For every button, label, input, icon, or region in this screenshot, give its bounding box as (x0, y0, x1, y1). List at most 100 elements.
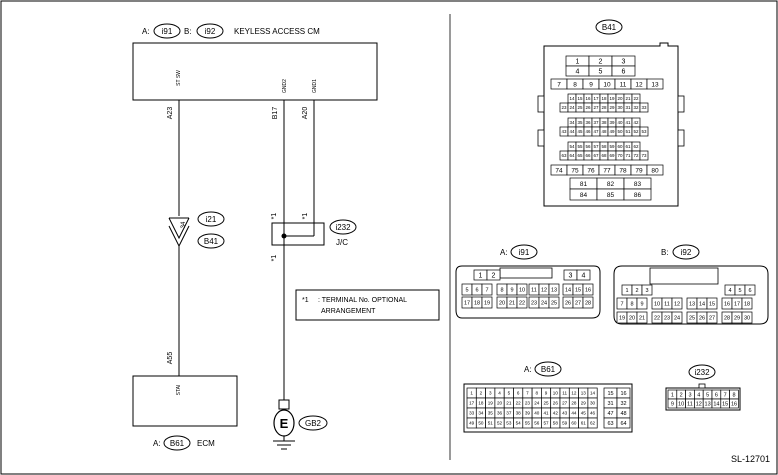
i91-ref: i91 (519, 248, 530, 257)
terminal-a20: A20 (302, 107, 309, 120)
pin-number: 29 (581, 401, 587, 406)
pin-cell (516, 296, 528, 309)
i21-pin: 34 (181, 221, 187, 228)
pin-number: 27 (709, 315, 715, 321)
b41-title-oval (595, 19, 623, 35)
pin-number: 1 (470, 391, 473, 396)
ref-b: i92 (205, 27, 216, 36)
pin-number: 70 (617, 153, 623, 158)
pin-number: 12 (674, 301, 680, 307)
pin-number: 20 (497, 401, 503, 406)
pin-number: 21 (509, 300, 515, 306)
pin-number: 38 (516, 411, 522, 416)
pin-number: 17 (464, 300, 470, 306)
pin-number: 26 (553, 401, 559, 406)
pin-cell (639, 126, 649, 137)
pin-number: 58 (601, 144, 607, 149)
b61-ref-prefix: A: (524, 365, 532, 374)
b41-oval (197, 233, 225, 249)
pin-number: 25 (577, 105, 583, 110)
pin-number: 50 (478, 421, 484, 426)
i21-oval (197, 211, 225, 227)
pin-number: 5 (738, 288, 741, 294)
pin-number: 8 (573, 81, 577, 88)
star-label-3: *1 (271, 255, 278, 262)
pin-cell (646, 164, 664, 176)
pin-number: 14 (590, 391, 596, 396)
pin-number: 14 (713, 401, 719, 407)
pin-number: 3 (489, 391, 492, 396)
pin-number: 57 (593, 144, 599, 149)
pin-number: 59 (562, 421, 568, 426)
pin-number: 5 (599, 69, 603, 76)
pin-number: 55 (577, 144, 583, 149)
i92-ref: i92 (681, 248, 692, 257)
pin-gnd2: GND2 (282, 79, 288, 93)
pin-cell (706, 311, 718, 324)
pin-number: 11 (687, 401, 693, 407)
pin-cell (729, 398, 739, 409)
pin-number: 29 (734, 315, 740, 321)
pin-number: 15 (577, 96, 583, 101)
pin-number: 72 (633, 153, 639, 158)
pin-number: 34 (569, 120, 575, 125)
ecm-ref: B61 (170, 439, 185, 448)
pin-cell (611, 65, 636, 77)
pin-number: 33 (469, 411, 475, 416)
pin-number: 75 (571, 167, 579, 174)
pin-number: 5 (508, 391, 511, 396)
pin-number: 34 (478, 411, 484, 416)
pin-number: 13 (551, 287, 557, 293)
pin-number: 16 (585, 287, 591, 293)
ref-b-oval (196, 23, 224, 39)
note-line1: : TERMINAL No. OPTIONAL (318, 297, 407, 304)
pin-number: 85 (607, 192, 615, 199)
pin-number: 3 (622, 59, 626, 66)
pin-number: 60 (571, 421, 577, 426)
i91-ref-prefix: A: (500, 248, 508, 257)
pin-cell (741, 297, 753, 310)
pin-number: 44 (569, 129, 575, 134)
pin-number: 11 (664, 301, 670, 307)
b41-latch-left-1 (537, 95, 545, 113)
pin-number: 62 (633, 144, 639, 149)
pin-number: 19 (488, 401, 494, 406)
pin-number: 67 (593, 153, 599, 158)
ground-e: E (280, 416, 289, 431)
pin-number: 57 (543, 421, 549, 426)
pin-number: 1 (671, 392, 674, 398)
pin-number: 73 (641, 153, 647, 158)
keyless-title: KEYLESS ACCESS CM (234, 27, 320, 36)
pin-number: 15 (575, 287, 581, 293)
terminal-a55: A55 (167, 352, 174, 365)
pin-number: 32 (620, 401, 626, 407)
pin-number: 41 (625, 120, 631, 125)
pin-number: 30 (590, 401, 596, 406)
pin-number: 8 (500, 287, 503, 293)
pin-number: 6 (622, 69, 626, 76)
pin-number: 61 (581, 421, 587, 426)
i92-oval (672, 244, 700, 260)
ecm-title: ECM (197, 439, 215, 448)
pin-number: 81 (580, 181, 588, 188)
b41-ref-small: B41 (204, 237, 219, 246)
pin-number: 21 (506, 401, 512, 406)
b41-latch-right-2 (677, 129, 685, 147)
pin-number: 48 (620, 411, 626, 417)
pin-number: 18 (474, 300, 480, 306)
pin-number: 48 (601, 129, 607, 134)
pin-number: 52 (497, 421, 503, 426)
pin-number: 18 (478, 401, 484, 406)
keyless-cm-box (132, 42, 378, 101)
pin-number: 2 (480, 391, 483, 396)
pin-number: 63 (607, 421, 613, 427)
pin-number: 1 (576, 59, 580, 66)
pin-number: 6 (475, 287, 478, 293)
pin-number: 15 (722, 401, 728, 407)
pin-number: 39 (525, 411, 531, 416)
pin-number: 19 (609, 96, 615, 101)
pin-number: 3 (569, 273, 573, 280)
pin-number: 77 (603, 167, 611, 174)
pin-number: 30 (744, 315, 750, 321)
